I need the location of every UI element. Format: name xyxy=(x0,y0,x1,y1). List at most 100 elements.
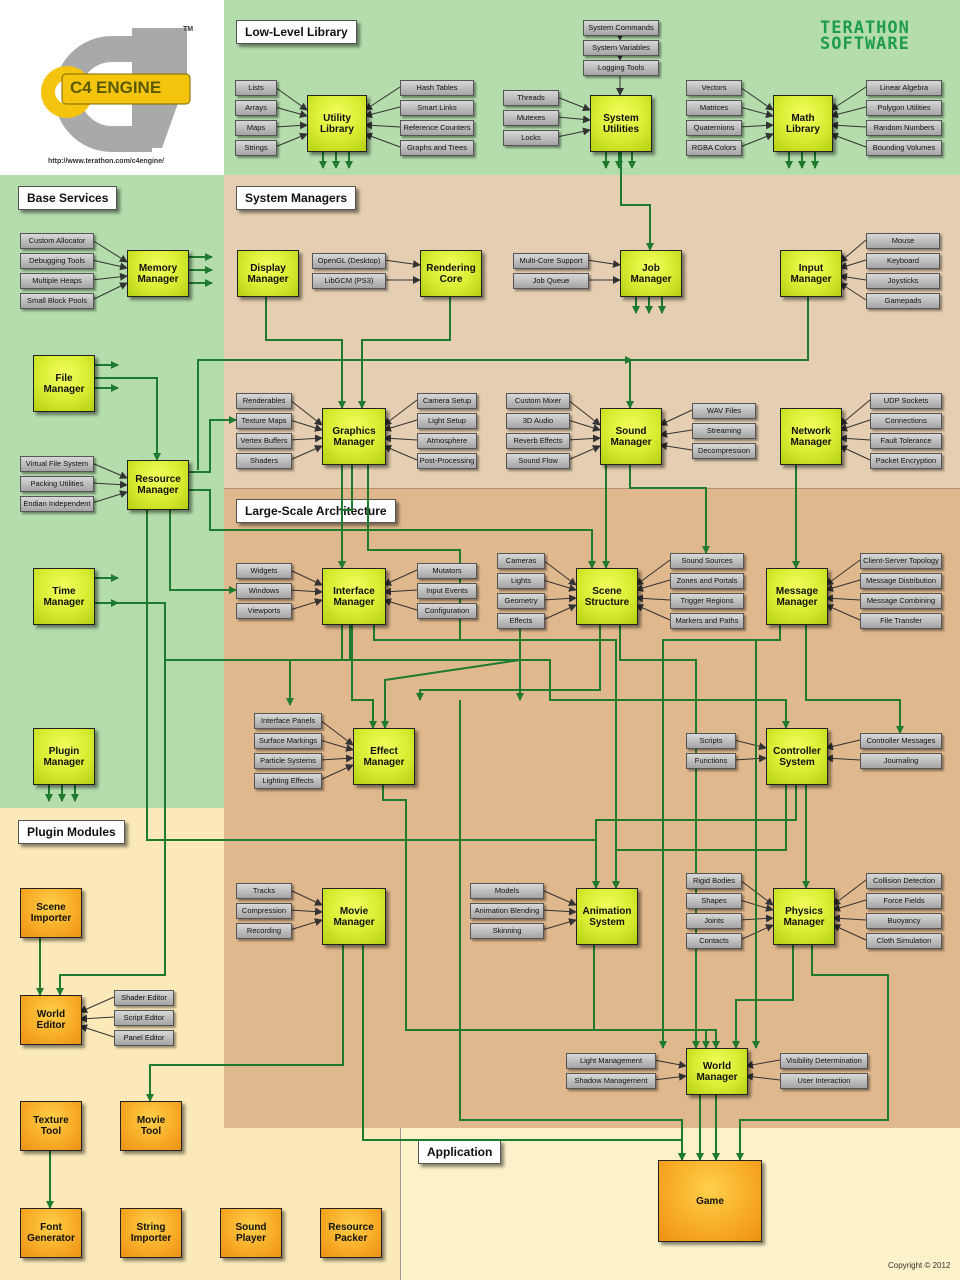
component-job-queue: Job Queue xyxy=(513,273,589,289)
wire-2 xyxy=(274,121,308,130)
component-widgets: Widgets xyxy=(236,563,292,579)
component-mutexes: Mutexes xyxy=(503,110,559,126)
component-system-commands: System Commands xyxy=(583,20,659,36)
component-collision-detection: Collision Detection xyxy=(866,873,942,889)
wire-7 xyxy=(364,132,401,148)
wire-140 xyxy=(338,463,353,569)
section-low-level-library: Low-Level Library xyxy=(236,20,357,44)
component-contacts: Contacts xyxy=(686,933,742,949)
wire-61 xyxy=(383,598,418,611)
wire-132 xyxy=(187,489,596,569)
wire-62 xyxy=(542,559,577,586)
movie-tool-box: Movie Tool xyxy=(120,1101,182,1151)
resource-manager-box: Resource Manager xyxy=(127,460,189,510)
component-particle-systems: Particle Systems xyxy=(254,753,322,769)
string-importer-box: String Importer xyxy=(120,1208,182,1258)
wire-63 xyxy=(542,579,577,592)
component-polygon-utilities: Polygon Utilities xyxy=(866,100,942,116)
wire-67 xyxy=(635,579,671,592)
wire-131 xyxy=(187,416,237,473)
wire-43 xyxy=(567,419,601,432)
math-library-box: Math Library xyxy=(773,95,833,152)
rendering-core-box: Rendering Core xyxy=(420,250,482,297)
component-animation-blending: Animation Blending xyxy=(470,903,544,919)
wire-13 xyxy=(556,127,591,138)
component-strings: Strings xyxy=(235,140,277,156)
wire-18 xyxy=(830,86,867,111)
component-rgba-colors: RGBA Colors xyxy=(686,140,742,156)
component-hash-tables: Hash Tables xyxy=(400,80,474,96)
component-mouse: Mouse xyxy=(866,233,940,249)
component-configuration: Configuration xyxy=(417,603,477,619)
wire-56 xyxy=(289,569,323,586)
component-lists: Lists xyxy=(235,80,277,96)
sound-player-box: Sound Player xyxy=(220,1208,282,1258)
component-script-editor: Script Editor xyxy=(114,1010,174,1026)
component-decompression: Decompression xyxy=(692,443,756,459)
wire-93 xyxy=(832,899,867,912)
component-scripts: Scripts xyxy=(686,733,736,749)
memory-manager-box: Memory Manager xyxy=(127,250,189,297)
game-box: Game xyxy=(658,1160,762,1242)
wire-40 xyxy=(383,434,418,443)
component-virtual-file-system: Virtual File System xyxy=(20,456,94,472)
component-bounding-volumes: Bounding Volumes xyxy=(866,140,942,156)
sound-manager-box: Sound Manager xyxy=(600,408,662,465)
component-cloth-simulation: Cloth Simulation xyxy=(866,933,942,949)
component-sound-sources: Sound Sources xyxy=(670,553,744,569)
component-endian-independent: Endian Independent xyxy=(20,496,94,512)
wire-73 xyxy=(825,604,861,621)
wire-48 xyxy=(659,442,693,451)
wire-58 xyxy=(289,598,323,611)
component-reverb-effects: Reverb Effects xyxy=(506,433,570,449)
component-lights: Lights xyxy=(497,573,545,589)
component-custom-allocator: Custom Allocator xyxy=(20,233,94,249)
wire-158 xyxy=(736,943,889,1161)
wire-32 xyxy=(839,273,867,282)
texture-tool-box: Texture Tool xyxy=(20,1101,82,1151)
world-manager-box: World Manager xyxy=(686,1048,748,1095)
time-manager-box: Time Manager xyxy=(33,568,95,625)
component-linear-algebra: Linear Algebra xyxy=(866,80,942,96)
wire-92 xyxy=(832,879,867,906)
wire-60 xyxy=(383,587,418,596)
component-joints: Joints xyxy=(686,913,742,929)
wire-31 xyxy=(839,259,867,270)
component-system-variables: System Variables xyxy=(583,40,659,56)
component-functions: Functions xyxy=(686,753,736,769)
component-packet-encryption: Packet Encryption xyxy=(870,453,942,469)
wire-151 xyxy=(56,623,351,996)
component-surface-markings: Surface Markings xyxy=(254,733,322,749)
wire-126 xyxy=(265,295,346,409)
component-logging-tools: Logging Tools xyxy=(583,60,659,76)
component-message-combining: Message Combining xyxy=(860,593,942,609)
wire-39 xyxy=(383,419,418,432)
wire-0 xyxy=(274,86,308,111)
wire-47 xyxy=(659,429,693,438)
wire-14 xyxy=(739,86,774,111)
wire-52 xyxy=(839,445,871,461)
wire-74 xyxy=(319,719,354,746)
wire-16 xyxy=(739,121,774,130)
logo-badge: C4 xyxy=(70,78,92,97)
wire-64 xyxy=(542,594,577,603)
logo-url[interactable]: http://www.terathon.com/c4engine/ xyxy=(48,158,165,165)
component-quaternions: Quaternions xyxy=(686,120,742,136)
utility-library-box: Utility Library xyxy=(307,95,367,152)
component-controller-messages: Controller Messages xyxy=(860,733,942,749)
wire-153 xyxy=(612,783,787,889)
wire-96 xyxy=(79,996,115,1013)
component-3d-audio: 3D Audio xyxy=(506,413,570,429)
plugin-manager-box: Plugin Manager xyxy=(33,728,95,785)
wire-42 xyxy=(567,399,601,426)
wire-87 xyxy=(541,918,577,931)
wire-6 xyxy=(364,121,401,130)
movie-manager-box: Movie Manager xyxy=(322,888,386,945)
wire-25 xyxy=(91,282,128,301)
component-interface-panels: Interface Panels xyxy=(254,713,322,729)
wire-55 xyxy=(91,490,128,504)
wire-38 xyxy=(383,399,418,426)
graphics-manager-box: Graphics Manager xyxy=(322,408,386,465)
component-rigid-bodies: Rigid Bodies xyxy=(686,873,742,889)
